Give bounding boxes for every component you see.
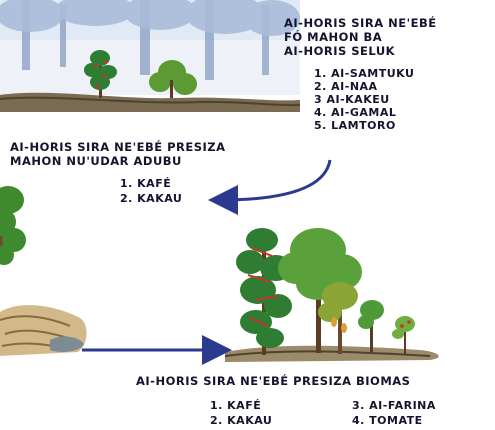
middle-title-line-2: MAHON NU'UDAR ADUBU xyxy=(10,154,182,168)
middle-title-line-1: AI-HORIS SIRA NE'EBÉ PRESIZA xyxy=(10,140,226,154)
top-item-2: 2. AI-NAA xyxy=(314,80,378,93)
bottom-agroforest-scene xyxy=(224,228,439,362)
top-forest-scene xyxy=(0,0,301,112)
bottom-item-3: 3. AI-FARINA xyxy=(352,399,436,412)
top-item-4: 4. AI-GAMAL xyxy=(314,106,397,119)
left-tree-partial xyxy=(0,186,26,265)
top-title-line-2: FÓ MAHON BA xyxy=(284,30,383,44)
top-title-line-1: AI-HORIS SIRA NE'EBÉ xyxy=(284,16,437,30)
top-item-3: 3 AI-KAKEU xyxy=(314,93,390,106)
mulch-pile xyxy=(0,305,87,356)
top-title-line-3: AI-HORIS SELUK xyxy=(284,44,396,58)
bottom-item-2: 2. KAKAU xyxy=(210,414,273,427)
bottom-title: AI-HORIS SIRA NE'EBÉ PRESIZA BIOMAS xyxy=(136,374,411,388)
bottom-item-1: 1. KAFÉ xyxy=(210,399,262,412)
middle-item-2: 2. KAKAU xyxy=(120,192,183,205)
top-item-1: 1. AI-SAMTUKU xyxy=(314,67,415,80)
middle-item-1: 1. KAFÉ xyxy=(120,177,172,190)
bottom-item-4: 4. TOMATE xyxy=(352,414,423,427)
top-item-5: 5. LAMTORO xyxy=(314,119,396,132)
curved-arrow xyxy=(208,159,332,215)
